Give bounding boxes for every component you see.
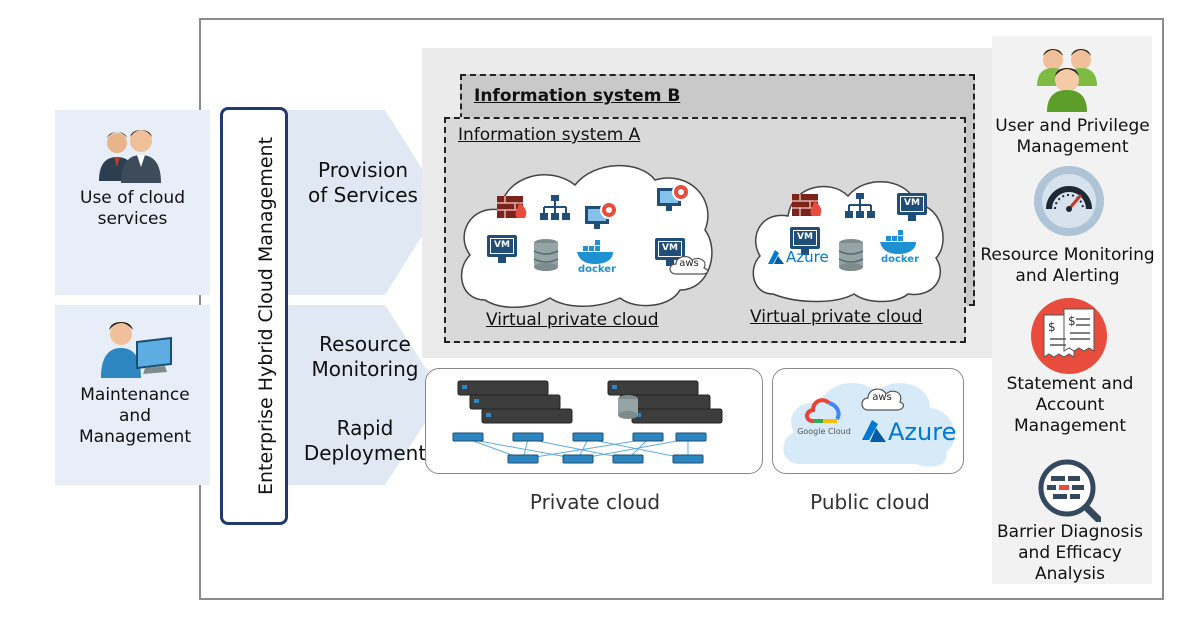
public-cloud-label: Public cloud: [810, 490, 930, 514]
vm-label: VM: [900, 196, 924, 212]
azure-icon: Azure: [862, 418, 962, 448]
monitoring-label: Resource Monitoring: [311, 332, 419, 381]
database-icon: [838, 238, 864, 272]
vm-icon: VM: [487, 235, 519, 265]
vm-label: VM: [793, 230, 817, 246]
vm-icon: VM: [655, 238, 687, 268]
monitor-gear-icon: [583, 198, 619, 234]
diagnosis-icon: [1037, 458, 1101, 522]
database-icon: [533, 238, 559, 272]
right-panel-item-label: Resource Monitoring and Alerting: [980, 245, 1155, 286]
vm-label: VM: [490, 238, 514, 254]
right-panel-item-label: Statement and Account Management: [1006, 374, 1134, 436]
provision-label: Provision of Services: [308, 158, 418, 207]
users-icon: [95, 125, 165, 183]
monitor-gear-icon: [655, 180, 691, 216]
user-group-icon: [1035, 44, 1099, 112]
vpc-left-cloud: [455, 150, 720, 310]
aws-icon: aws: [668, 252, 710, 276]
management-bar-label: Enterprise Hybrid Cloud Management: [255, 136, 277, 496]
vpc-right-label: Virtual private cloud: [750, 307, 923, 327]
network-topology-icon: [540, 195, 570, 221]
vm-icon: VM: [790, 227, 822, 257]
private-cloud-label: Private cloud: [529, 490, 661, 514]
server-rack-icon: [448, 375, 748, 467]
vm-label: VM: [658, 241, 682, 257]
firewall-icon: [792, 190, 824, 218]
maintenance-panel: [55, 305, 210, 485]
monitoring-arrow: [285, 305, 445, 485]
receipt-icon: $ $: [1030, 297, 1108, 375]
google-cloud-label: Google Cloud: [797, 427, 851, 436]
aws-icon: aws: [860, 384, 904, 412]
aws-label: aws: [872, 392, 892, 403]
deployment-label: Rapid Deployment: [303, 416, 427, 465]
provision-arrow: [285, 110, 445, 295]
svg-text:$: $: [1048, 320, 1056, 334]
docker-label: docker: [880, 254, 920, 265]
docker-label: docker: [577, 264, 617, 275]
vm-icon: VM: [897, 193, 929, 223]
network-topology-icon: [845, 193, 875, 219]
azure-icon: Azure: [768, 248, 829, 268]
docker-icon: docker: [878, 230, 922, 268]
admin-computer-icon: [95, 318, 175, 380]
right-panel-item-label: User and Privilege Management: [995, 116, 1150, 157]
public-cloud-shape: [780, 372, 960, 470]
gauge-icon: [1033, 165, 1105, 237]
management-bar: [220, 107, 288, 525]
vpc-left-label: Virtual private cloud: [486, 310, 659, 330]
azure-label: Azure: [888, 418, 957, 446]
docker-icon: docker: [575, 240, 619, 278]
info-system-b-label: Information system B: [474, 86, 681, 106]
right-panel-item-label: Barrier Diagnosis and Efficacy Analysis: [997, 522, 1143, 584]
maintenance-label: Maintenance and Management: [79, 385, 191, 447]
firewall-icon: [497, 192, 529, 220]
cloud-users-label: Use of cloud services: [80, 188, 185, 229]
aws-label: aws: [679, 258, 699, 269]
azure-label: Azure: [786, 248, 829, 266]
svg-text:$: $: [1068, 314, 1076, 328]
google-cloud-icon: Google Cloud: [795, 397, 853, 441]
info-system-a-label: Information system A: [458, 125, 641, 145]
